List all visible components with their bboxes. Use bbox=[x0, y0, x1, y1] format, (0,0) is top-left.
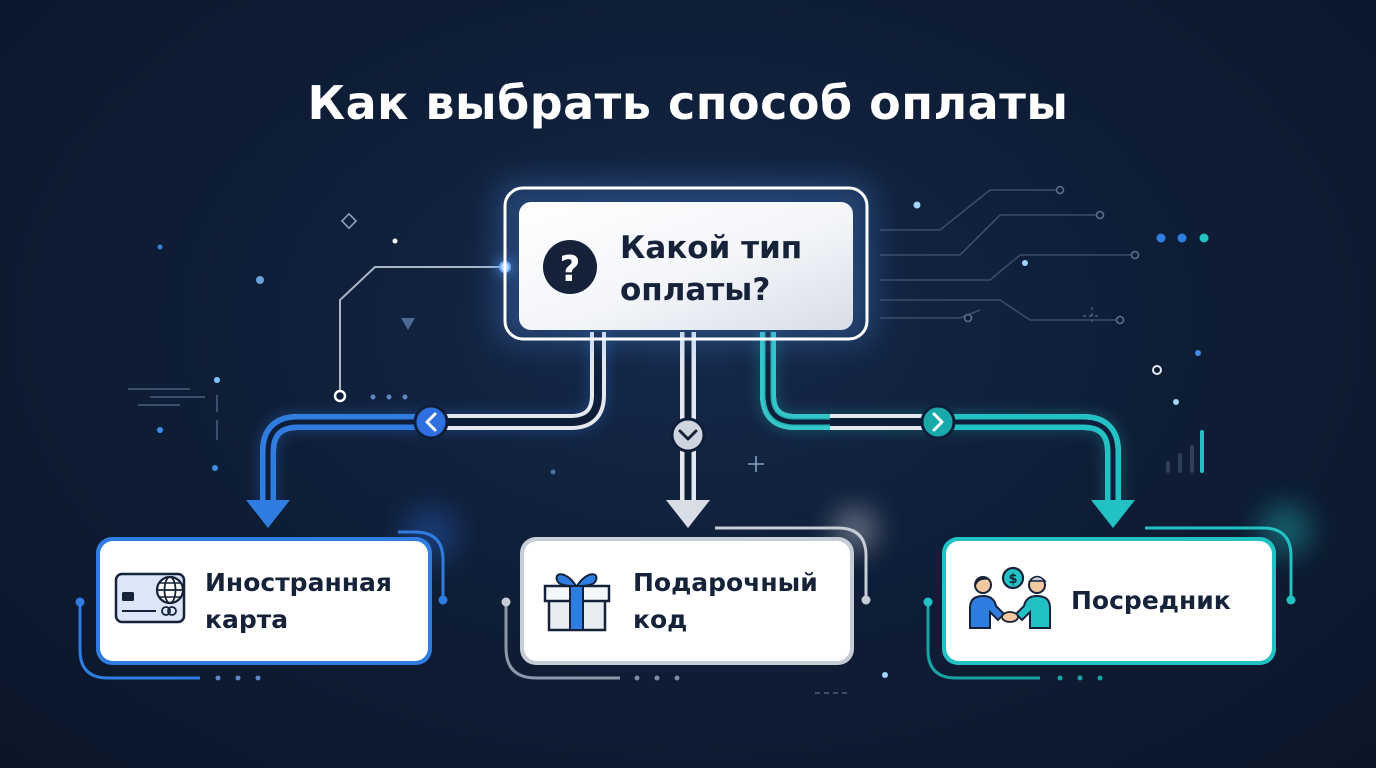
chevron-left-icon bbox=[413, 404, 449, 440]
option-gift-code-label: Подарочный код bbox=[633, 568, 827, 634]
background-decorations bbox=[128, 185, 1311, 694]
option-gift-code: Подарочный код bbox=[501, 526, 871, 680]
svg-text:?: ? bbox=[560, 249, 581, 290]
thin-connector bbox=[333, 258, 514, 403]
option-foreign-card: Иностранная карта bbox=[75, 530, 448, 680]
option-intermediary-label: Посредник bbox=[1071, 586, 1231, 615]
question-text: Какой тип оплаты? bbox=[620, 230, 813, 308]
chevron-right-icon bbox=[920, 404, 956, 440]
question-node: ? Какой тип оплаты? bbox=[495, 180, 875, 345]
svg-text:$: $ bbox=[1008, 572, 1017, 587]
question-line-1: Какой тип bbox=[620, 230, 802, 266]
diagram-title: Как выбрать способ оплаты bbox=[307, 76, 1069, 130]
handshake-money-icon: $ bbox=[969, 566, 1051, 629]
question-line-2: оплаты? bbox=[620, 272, 770, 308]
chevron-down-icon bbox=[670, 417, 706, 453]
question-mark-icon: ? bbox=[543, 240, 597, 294]
gift-box-icon bbox=[543, 573, 611, 632]
credit-card-globe-icon bbox=[114, 572, 186, 624]
option-intermediary: $ Посредник bbox=[923, 526, 1296, 680]
option-foreign-card-label: Иностранная карта bbox=[205, 568, 401, 634]
